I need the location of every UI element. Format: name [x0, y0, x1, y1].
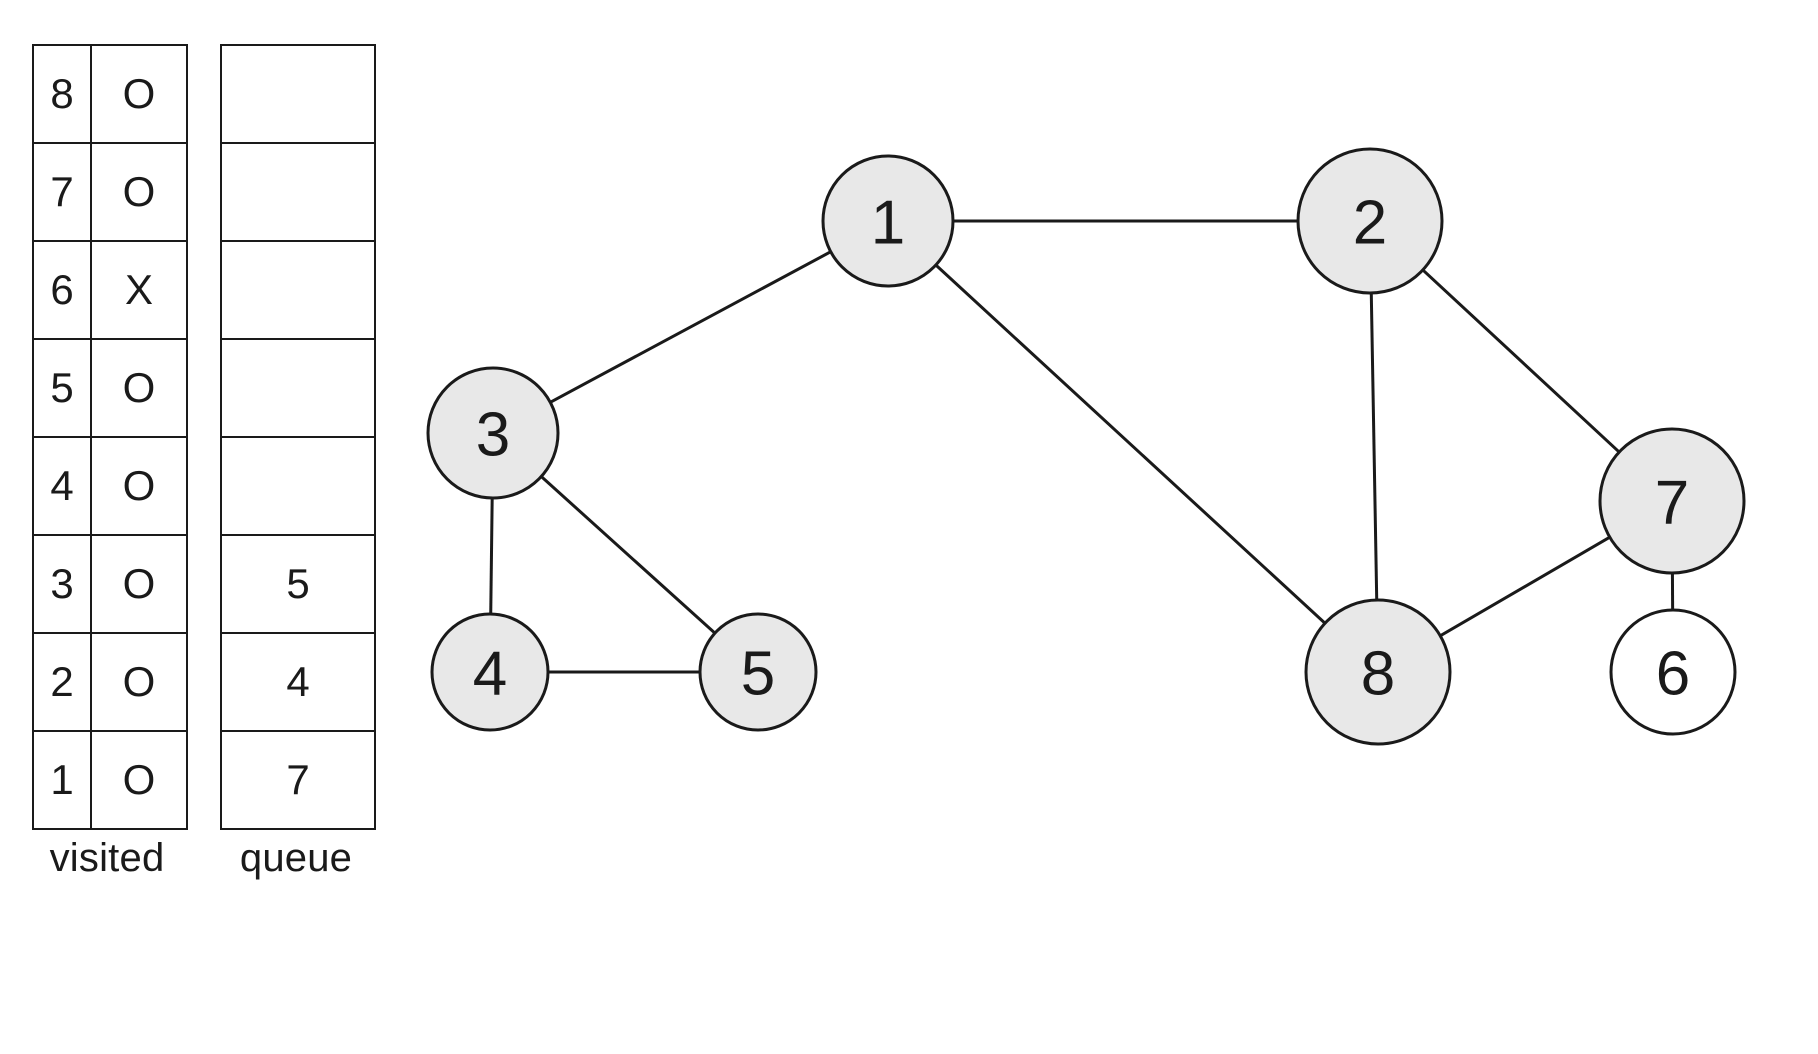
graph-edge-3-4	[489, 497, 494, 615]
visited-node-state: O	[90, 534, 188, 634]
graph-node-label-7: 7	[1655, 469, 1689, 538]
queue-row	[220, 436, 376, 536]
graph-edge-layer	[489, 219, 1675, 674]
graph-node-circle-3[interactable]	[426, 366, 560, 500]
graph-edge-1-8	[934, 263, 1327, 625]
queue-cell	[220, 436, 376, 536]
queue-row: 4	[220, 632, 376, 732]
graph-node-circle-6[interactable]	[1609, 608, 1737, 736]
queue-row: 5	[220, 534, 376, 634]
queue-cell	[220, 240, 376, 340]
graph-node-label-6: 6	[1656, 640, 1690, 709]
graph-node-circle-7[interactable]	[1598, 427, 1746, 575]
visited-node-index: 1	[32, 730, 92, 830]
queue-row	[220, 240, 376, 340]
graph-edge-2-7	[1421, 268, 1621, 454]
graph-node-label-4: 4	[473, 640, 507, 709]
graph-edge-2-8	[1369, 292, 1379, 601]
graph-edge-7-8	[1439, 535, 1611, 638]
graph-node-7[interactable]: 7	[1598, 427, 1746, 575]
graph-node-label-5: 5	[741, 640, 775, 709]
visited-node-index: 7	[32, 142, 92, 242]
visited-node-state: O	[90, 436, 188, 536]
graph-node-label-3: 3	[476, 401, 510, 470]
graph-node-1[interactable]: 1	[821, 154, 955, 288]
queue-cell: 7	[220, 730, 376, 830]
graph-node-circle-1[interactable]	[821, 154, 955, 288]
queue-row	[220, 142, 376, 242]
visited-node-index: 8	[32, 44, 92, 144]
visited-node-index: 6	[32, 240, 92, 340]
visited-node-state: O	[90, 44, 188, 144]
queue-cell	[220, 142, 376, 242]
queue-cell	[220, 338, 376, 438]
graph-node-label-2: 2	[1353, 189, 1387, 258]
graph-node-2[interactable]: 2	[1296, 147, 1444, 295]
visited-node-state: O	[90, 142, 188, 242]
graph-node-8[interactable]: 8	[1304, 598, 1452, 746]
graph-node-4[interactable]: 4	[430, 612, 550, 732]
graph-edge-3-5	[540, 475, 716, 635]
queue-row	[220, 338, 376, 438]
visited-node-index: 3	[32, 534, 92, 634]
graph-edge-1-3	[549, 250, 832, 404]
graph-node-3[interactable]: 3	[426, 366, 560, 500]
queue-cell	[220, 44, 376, 144]
visited-node-state: O	[90, 338, 188, 438]
visited-node-index: 4	[32, 436, 92, 536]
graph-node-layer: 1 2 3 4 5 6 7 8	[426, 147, 1746, 746]
visited-node-state: O	[90, 730, 188, 830]
graph-node-label-1: 1	[871, 189, 905, 258]
graph-node-circle-2[interactable]	[1296, 147, 1444, 295]
visited-node-index: 2	[32, 632, 92, 732]
visited-node-state: X	[90, 240, 188, 340]
queue-table-caption: queue	[239, 836, 353, 880]
graph-node-6[interactable]: 6	[1609, 608, 1737, 736]
queue-row: 7	[220, 730, 376, 830]
graph-node-label-8: 8	[1361, 640, 1395, 709]
graph-node-circle-8[interactable]	[1304, 598, 1452, 746]
graph-node-circle-5[interactable]	[698, 612, 818, 732]
queue-cell: 5	[220, 534, 376, 634]
queue-cell: 4	[220, 632, 376, 732]
visited-table-caption: visited	[49, 836, 165, 880]
graph-node-5[interactable]: 5	[698, 612, 818, 732]
queue-row	[220, 44, 376, 144]
visited-node-index: 5	[32, 338, 92, 438]
graph-node-circle-4[interactable]	[430, 612, 550, 732]
visited-node-state: O	[90, 632, 188, 732]
